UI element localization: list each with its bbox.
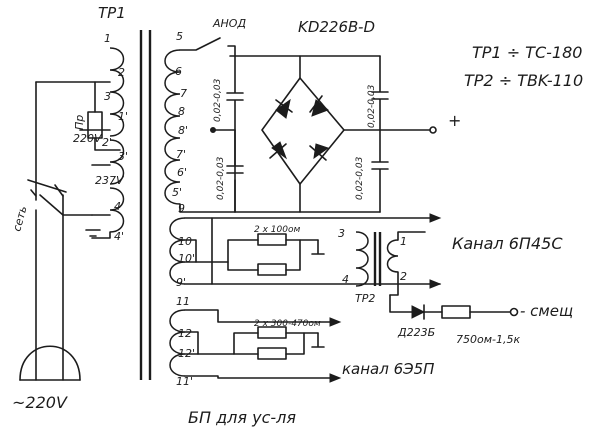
tp1-pin-3: 3 [104,90,111,103]
tp1-pin-9: 9 [178,202,185,215]
tp2-pin-3: 3 [338,227,345,240]
tap-220v: 220V [73,132,103,145]
tp1-pin-8a: 8' [178,124,188,137]
switch-label: сеть [10,205,29,233]
tp1-pin-11: 11 [176,295,190,308]
spec-tp1: TP1 ÷ TC-180 [472,43,582,62]
bridge-label: KD226B-D [298,18,375,36]
tp1-primary-winding [79,47,125,239]
resistor-label-1: 2 x 100ом [254,225,300,235]
tp2-label: TP2 [355,292,375,305]
tp1-pin-2a: 2' [102,136,112,149]
tap-237v: 237V [95,174,125,187]
mains-label: ~220V [12,393,68,412]
fuse [87,81,121,151]
capacitors-right [371,55,389,213]
tp2-pin-4: 4 [342,273,349,286]
tp2-pin-1: 1 [400,235,407,248]
caption: БП для ус-ля [188,408,296,427]
tp1-pin-2: 2 [118,66,125,79]
bias-network [411,304,519,320]
tp2-transformer [355,231,426,313]
tp1-pin-5a: 5' [172,186,182,199]
diode-label: Д223Б [397,326,435,339]
tp2-pin-2: 2 [400,270,407,283]
anode-winding [164,37,381,213]
cap-label-right-top: 0,02-0,03 [367,84,377,128]
tp1-pin-4a: 4' [114,230,124,243]
tp1-pin-6: 6 [175,65,182,78]
resistor-label-3: 750ом-1,5к [456,333,520,346]
fuse-label: Пр [73,115,86,130]
tp1-pin-10: 10 [178,235,192,248]
filament-winding-1 [169,213,442,289]
tp1-pin-7a: 7' [176,148,186,161]
channel-label-2: канал 6Э5П [342,360,434,378]
tp1-pin-7: 7 [180,87,187,100]
tp1-pin-5: 5 [176,30,183,43]
bias-label: - смещ [520,302,573,320]
tp1-pin-9a: 9' [176,276,186,289]
tp1-pin-8: 8 [178,105,185,118]
anode-label: АНОД [212,17,246,30]
tp1-pin-6a: 6' [177,166,187,179]
mains-input [19,81,111,381]
filament-winding-2 [169,309,342,383]
cap-label-left-top: 0,02-0,03 [213,78,223,122]
tp1-pin-10a: 10' [178,252,195,265]
tp1-label: TP1 [98,4,126,22]
plus-label: + [448,111,461,130]
tp1-pin-12a: 12' [178,347,195,360]
tp1-pin-4: 4 [114,200,121,213]
tp1-pin-11a: 11' [176,375,193,388]
diode-bridge [261,55,437,213]
resistor-label-2: 2 x 300-470ом [254,319,321,329]
tp1-pin-1a: 1' [118,110,128,123]
cap-label-left-bottom: 0,02-0,03 [216,156,226,200]
cap-label-right-bottom: 0,02-0,03 [355,156,365,200]
spec-tp2: TP2 ÷ TBK-110 [464,71,583,90]
channel-label-1: Канал 6П45С [452,234,563,253]
tp1-pin-12: 12 [178,327,192,340]
tp1-pin-1: 1 [104,32,111,45]
capacitors-left [210,55,244,213]
tp1-pin-3a: 3' [118,150,128,163]
